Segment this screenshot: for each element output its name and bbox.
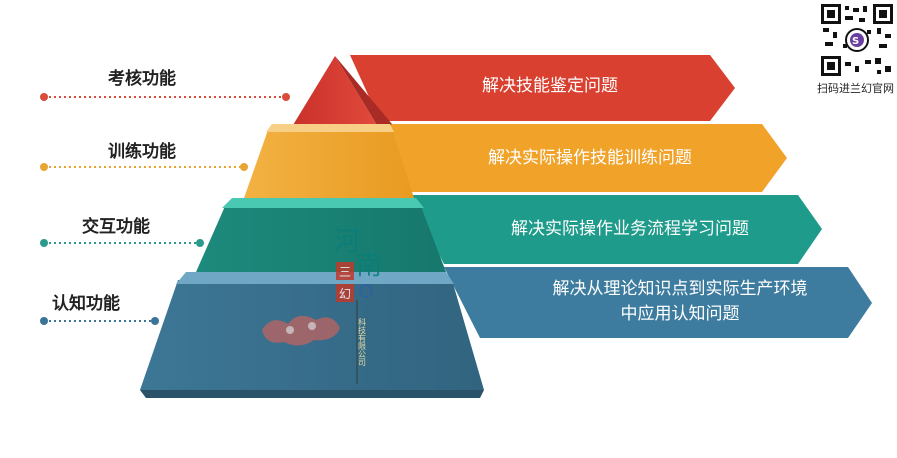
pyramid-tier-3 [196, 204, 446, 272]
svg-text:科技有限公司: 科技有限公司 [358, 317, 367, 366]
pyramid-base-shadow [140, 390, 484, 398]
svg-text:三: 三 [339, 265, 351, 279]
arrow-banner-1 [350, 55, 735, 121]
svg-text:S: S [852, 36, 859, 47]
qr-code-icon: S [821, 4, 893, 76]
qr-caption: 扫码进兰幻官网 [817, 82, 894, 95]
pyramid-tier-2 [244, 130, 414, 198]
problem-text-1: 解决技能鉴定问题 [482, 76, 618, 96]
company-seal-watermark: 河 南 三 幻 科技有限公司 [262, 227, 382, 384]
level-label-training: 训练功能 [108, 142, 176, 162]
leader-line-3 [40, 239, 204, 247]
problem-text-4-line2: 中应用认知问题 [620, 304, 740, 324]
leader-line-4 [40, 317, 159, 325]
arrow-banner-4 [444, 267, 872, 338]
svg-text:河: 河 [334, 227, 360, 257]
arrow-banner-2 [380, 124, 787, 192]
level-label-interaction: 交互功能 [82, 217, 150, 237]
level-label-assessment: 考核功能 [108, 69, 176, 89]
pyramid-tier-2-cap [266, 124, 394, 132]
leader-line-2 [40, 163, 248, 171]
svg-text:幻: 幻 [339, 287, 351, 301]
pyramid-tier-3-cap [222, 198, 424, 208]
level-label-cognition: 认知功能 [52, 294, 120, 314]
pyramid-tier-4-cap [176, 272, 454, 284]
problem-text-4-line1: 解决从理论知识点到实际生产环境 [552, 279, 808, 299]
problem-text-2: 解决实际操作技能训练问题 [488, 148, 692, 168]
pyramid-tier-top [290, 56, 380, 130]
svg-text:南: 南 [356, 251, 382, 281]
leader-line-1 [40, 93, 290, 101]
pyramid-tier-top-side [335, 56, 392, 130]
problem-text-3: 解决实际操作业务流程学习问题 [511, 219, 749, 239]
arrow-banner-3 [408, 195, 822, 264]
